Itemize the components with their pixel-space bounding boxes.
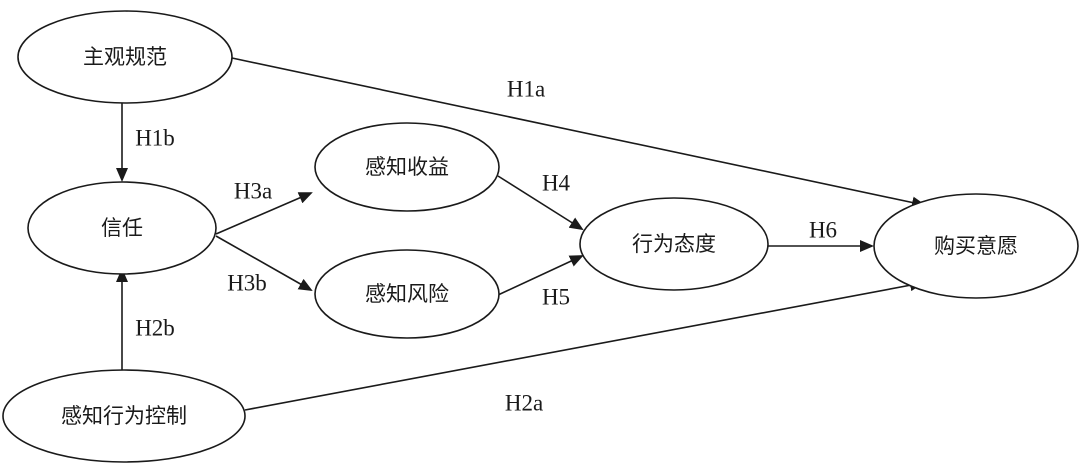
- edge-label-h2a: H2a: [505, 391, 543, 416]
- edge-h2a: [244, 279, 924, 411]
- edge-h5: [497, 255, 584, 296]
- node-attitude: 行为态度: [579, 197, 769, 291]
- node-label-perceived-benefit: 感知收益: [365, 155, 449, 179]
- edge-label-h5: H5: [542, 285, 570, 310]
- node-label-attitude: 行为态度: [632, 232, 716, 256]
- edge-label-h3a: H3a: [234, 179, 272, 204]
- edge-label-h2b: H2b: [135, 316, 175, 341]
- edges: [116, 57, 926, 411]
- node-label-purchase-intention: 购买意愿: [934, 234, 1018, 258]
- node-label-subjective-norm: 主观规范: [83, 45, 167, 69]
- edge-h4: [497, 175, 584, 231]
- node-perceived-risk: 感知风险: [314, 249, 500, 339]
- node-purchase-intention: 购买意愿: [873, 193, 1079, 299]
- node-label-perceived-behavioral-control: 感知行为控制: [61, 404, 187, 428]
- node-perceived-benefit: 感知收益: [314, 122, 500, 212]
- node-trust: 信任: [27, 181, 217, 275]
- edge-label-h1b: H1b: [135, 126, 175, 151]
- edge-h3a: [215, 192, 313, 235]
- edge-h3b: [215, 235, 313, 291]
- edge-label-h4: H4: [542, 171, 571, 196]
- edge-h1a: [231, 57, 926, 209]
- edge-label-h3b: H3b: [227, 271, 267, 296]
- edge-label-h6: H6: [809, 218, 837, 243]
- node-label-trust: 信任: [101, 216, 143, 240]
- node-label-perceived-risk: 感知风险: [365, 282, 449, 306]
- node-perceived-behavioral-control: 感知行为控制: [2, 369, 246, 463]
- node-subjective-norm: 主观规范: [17, 10, 233, 104]
- edge-label-h1a: H1a: [507, 77, 545, 102]
- edge-labels: H1a H1b H2b H2a H3a H3b H4 H5 H6: [135, 77, 837, 416]
